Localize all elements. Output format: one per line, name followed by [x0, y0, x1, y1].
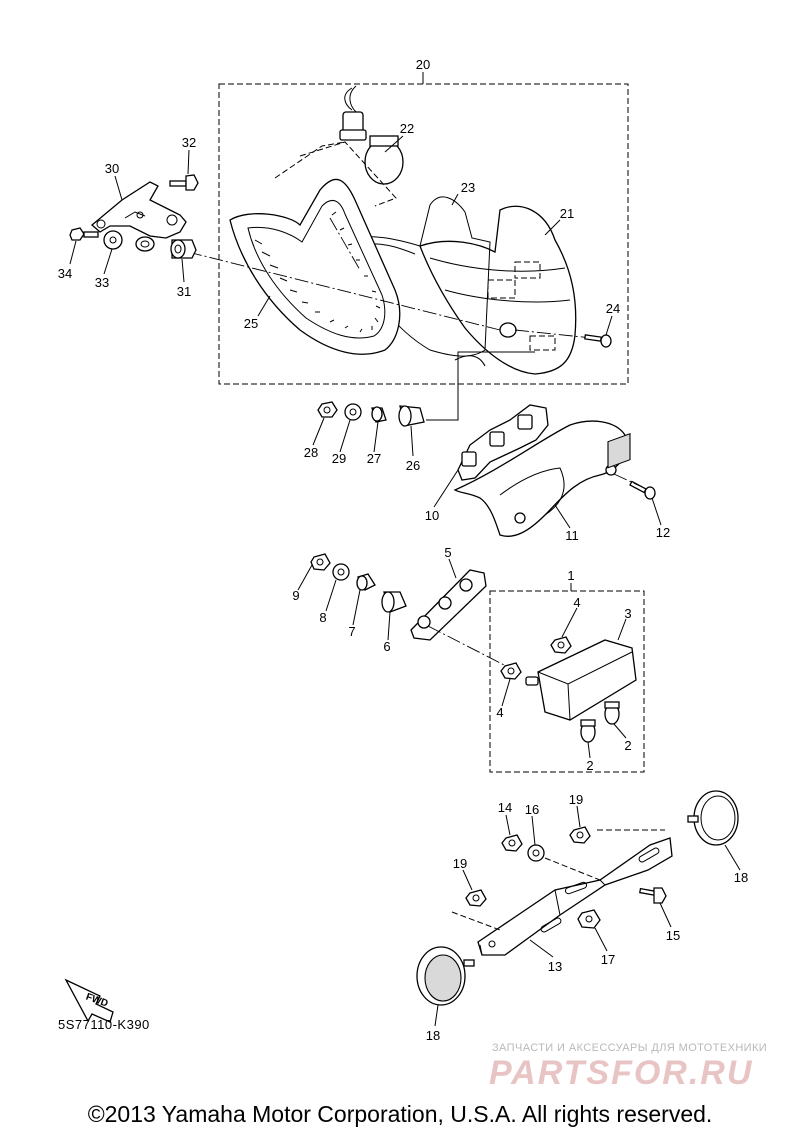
- grommet-6: [381, 591, 407, 613]
- nut-14: [501, 834, 523, 852]
- bulb-socket: [339, 85, 367, 141]
- grommet-26: [398, 405, 425, 427]
- callout-18-left: 18: [426, 1028, 440, 1043]
- assembly-1-box: [489, 590, 645, 773]
- nut-17: [577, 909, 601, 929]
- callout-28: 28: [304, 445, 318, 460]
- callout-21: 21: [560, 206, 574, 221]
- callout-27: 27: [367, 451, 381, 466]
- watermark-brand: PARTSFOR.RU: [489, 1054, 753, 1090]
- callout-26: 26: [406, 458, 420, 473]
- bulb-2-left: [580, 719, 596, 743]
- bracket-10: [457, 404, 549, 481]
- grommet-31: [170, 239, 197, 259]
- callout-5: 5: [444, 545, 451, 560]
- washer-8: [332, 563, 350, 581]
- callout-29: 29: [332, 451, 346, 466]
- nut-28: [317, 401, 338, 418]
- callout-31: 31: [177, 284, 191, 299]
- callout-7: 7: [348, 624, 355, 639]
- screw-24: [584, 334, 612, 348]
- reflector-18-right: [687, 790, 739, 846]
- bulb-22: [364, 135, 404, 185]
- assembly-20-box: [218, 83, 629, 385]
- callout-32: 32: [182, 135, 196, 150]
- callout-labels: 20 22 23 21 24 25 30 32 34 33 31 28 29 2…: [58, 57, 748, 1043]
- callout-25: 25: [244, 316, 258, 331]
- callout-13: 13: [548, 959, 562, 974]
- callout-12: 12: [656, 525, 670, 540]
- callout-3: 3: [624, 606, 631, 621]
- reference-code: 5S77110-K390: [58, 1017, 150, 1032]
- bracket-30: [90, 181, 187, 239]
- washer-16: [527, 844, 545, 862]
- callout-19-left: 19: [453, 856, 467, 871]
- callout-2-left: 2: [586, 758, 593, 773]
- callout-18-right: 18: [734, 870, 748, 885]
- fwd-arrow-icon: FWD: [64, 978, 114, 1023]
- reflector-18-left: [416, 946, 475, 1006]
- callout-23: 23: [461, 180, 475, 195]
- cover-11: [453, 420, 627, 537]
- leader-lines: [69, 135, 741, 1027]
- callout-24: 24: [606, 301, 620, 316]
- gasket-25: [229, 178, 401, 355]
- screw-12: [629, 480, 656, 500]
- callout-17: 17: [601, 952, 615, 967]
- nut-4-side: [500, 662, 522, 680]
- bolt-15: [639, 887, 667, 904]
- callout-34: 34: [58, 266, 72, 281]
- callout-20: 20: [416, 57, 430, 72]
- nut-19-top: [569, 826, 591, 844]
- collar-27: [371, 406, 387, 423]
- callout-11: 11: [565, 528, 579, 543]
- callout-30: 30: [105, 161, 119, 176]
- callout-2-right: 2: [624, 738, 631, 753]
- spacer-ring: [135, 236, 155, 252]
- callout-4-top: 4: [573, 595, 580, 610]
- bulb-2-right: [604, 701, 620, 725]
- bolt-34: [69, 227, 99, 241]
- callout-33: 33: [95, 275, 109, 290]
- nut-4-top: [550, 636, 572, 654]
- nut-19-left: [465, 889, 487, 907]
- callout-9: 9: [292, 588, 299, 603]
- callout-8: 8: [319, 610, 326, 625]
- watermark-tagline: ЗАПЧАСТИ И АКСЕССУАРЫ ДЛЯ МОТОТЕХНИКИ: [492, 1042, 768, 1054]
- callout-16: 16: [525, 802, 539, 817]
- callout-19-top: 19: [569, 792, 583, 807]
- copyright-notice: ©2013 Yamaha Motor Corporation, U.S.A. A…: [87, 1101, 713, 1127]
- collar-7: [356, 573, 376, 591]
- callout-22: 22: [400, 121, 414, 136]
- bolt-32: [169, 174, 199, 191]
- bracket-5: [410, 569, 487, 641]
- stay-13: [477, 837, 673, 956]
- nut-9: [310, 553, 331, 571]
- callout-6: 6: [383, 639, 390, 654]
- callout-14: 14: [498, 800, 512, 815]
- callout-15: 15: [666, 928, 680, 943]
- callout-10: 10: [425, 508, 439, 523]
- lamp-body-3: [525, 432, 637, 721]
- callout-1: 1: [567, 568, 574, 583]
- lens-cover-21: [419, 205, 577, 375]
- washer-33: [103, 230, 123, 250]
- washer-29: [344, 403, 362, 421]
- callout-4-side: 4: [496, 705, 503, 720]
- watermark-logo: PARTSFOR.RU: [489, 1054, 753, 1090]
